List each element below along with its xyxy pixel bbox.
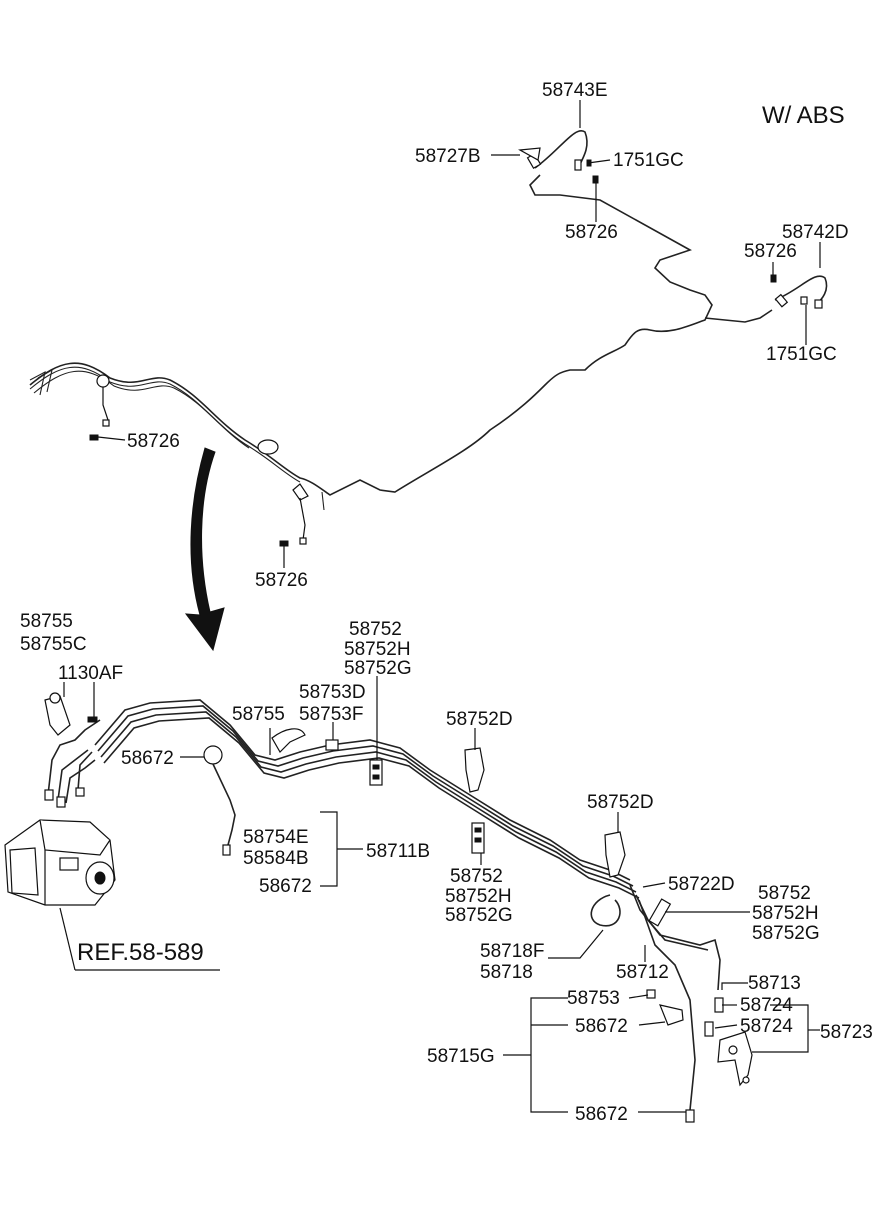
part-label: 58752G xyxy=(344,658,412,679)
part-label: 58713 xyxy=(748,973,801,994)
part-label: 58754E xyxy=(243,827,309,848)
part-label: 58752 xyxy=(758,883,811,904)
part-label: 58752G xyxy=(445,905,513,926)
part-label: 58672 xyxy=(121,748,174,769)
part-label: 58753 xyxy=(567,988,620,1009)
part-label: 58752G xyxy=(752,923,820,944)
part-label: 58753F xyxy=(299,704,363,725)
part-label: 1751GC xyxy=(766,344,837,365)
part-label: 58723 xyxy=(820,1022,873,1043)
part-label: 58718 xyxy=(480,962,533,983)
part-label: 58726 xyxy=(565,222,618,243)
hose-clamp xyxy=(96,374,110,388)
part-label: 58584B xyxy=(243,848,309,869)
part-label: 58712 xyxy=(616,962,669,983)
variant-note: W/ ABS xyxy=(762,102,845,129)
abs-hydraulic-unit-icon xyxy=(4,819,116,906)
part-label: 58753D xyxy=(299,682,366,703)
part-label: 58722D xyxy=(668,874,735,895)
part-label: 1751GC xyxy=(613,150,684,171)
leader-lines xyxy=(59,100,821,1113)
part-label: 58672 xyxy=(575,1104,628,1125)
part-number-labels: W/ ABS 58743E 58727B 1751GC 58726 58742D… xyxy=(20,80,873,1125)
part-label: 58752D xyxy=(587,792,654,813)
part-label: 58752H xyxy=(445,886,512,907)
hose-bracket xyxy=(518,147,541,161)
part-label: 58752 xyxy=(349,619,402,640)
part-label: 58726 xyxy=(255,570,308,591)
part-label: 58755 xyxy=(232,704,285,725)
part-label: 58755C xyxy=(20,634,87,655)
part-label: 58724 xyxy=(740,1016,793,1037)
part-label: 58724 xyxy=(740,995,793,1016)
direction-arrow-icon xyxy=(184,447,225,652)
part-label: 58752 xyxy=(450,866,503,887)
part-label: 58711B xyxy=(366,841,430,862)
part-label: 58727B xyxy=(415,146,481,167)
reference-label: REF.58-589 xyxy=(77,939,204,966)
part-label: 58726 xyxy=(744,241,797,262)
lower-abs-line-assembly xyxy=(4,692,753,1123)
part-label: 1130AF xyxy=(58,663,123,684)
part-label: 58752D xyxy=(446,709,513,730)
part-label: 58715G xyxy=(427,1046,495,1067)
bolt-icon xyxy=(89,434,99,441)
part-label: 58672 xyxy=(259,876,312,897)
part-label: 58672 xyxy=(575,1016,628,1037)
part-label: 58755 xyxy=(20,611,73,632)
part-label: 58752H xyxy=(752,903,819,924)
part-label: 58726 xyxy=(127,431,180,452)
part-label: 58718F xyxy=(480,941,544,962)
upper-brake-line-assembly xyxy=(29,130,828,547)
bolt-icon xyxy=(279,540,289,547)
part-label: 58752H xyxy=(344,639,411,660)
part-label: 58742D xyxy=(782,222,849,243)
part-label: 58743E xyxy=(542,80,608,101)
